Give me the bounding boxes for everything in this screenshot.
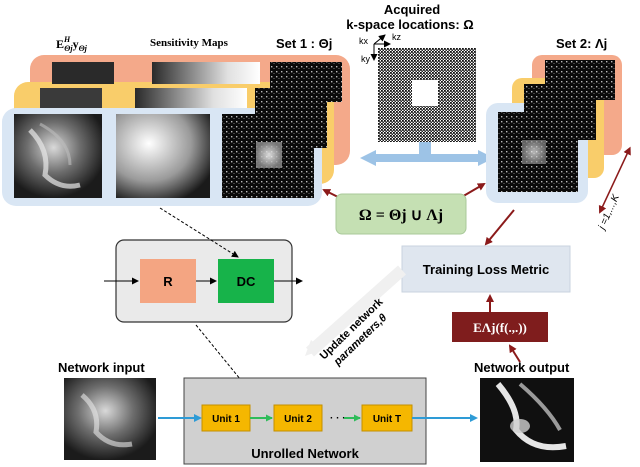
set1-mid-image-1 xyxy=(40,88,102,108)
unit-t xyxy=(361,404,413,432)
acquired-line2: k-space locations: Ω xyxy=(346,17,473,32)
dc-block xyxy=(218,259,274,303)
svg-text:Unit 2: Unit 2 xyxy=(284,414,312,425)
svg-text:Unit T: Unit T xyxy=(373,414,401,425)
r-block xyxy=(140,259,196,303)
set1-card-stack xyxy=(2,55,350,206)
set1-to-dc-dashed xyxy=(159,207,239,258)
set1-title: Set 1 : Θj xyxy=(276,36,332,51)
r-dc-block: R DC xyxy=(104,239,303,323)
network-input-image xyxy=(64,378,156,460)
output-to-loss-op-arrow xyxy=(508,344,521,363)
set1-back-image-1 xyxy=(52,62,114,84)
axis-ky-label: ky xyxy=(361,54,371,64)
network-input-label: Network input xyxy=(58,360,145,375)
training-loss-label: Training Loss Metric xyxy=(423,262,549,277)
set2-card-stack: Set 2: Λj xyxy=(486,36,622,203)
set1-kspace-center xyxy=(256,142,282,168)
unrolled-network-label: Unrolled Network xyxy=(251,446,359,461)
set2-kspace-center xyxy=(522,140,546,164)
set2-title: Set 2: Λj xyxy=(556,36,607,51)
kspace-axes: kx kz ky xyxy=(359,32,402,64)
sensitivity-maps-label: Sensitivity Maps xyxy=(150,37,229,49)
index-range-arrow xyxy=(598,146,631,214)
dc-block-label: DC xyxy=(237,274,256,289)
acquired-kspace-center xyxy=(412,80,438,106)
set2-to-loss-arrow xyxy=(484,209,515,246)
split-bus xyxy=(360,142,494,166)
unit-2 xyxy=(273,404,323,432)
network-output-label: Network output xyxy=(474,360,570,375)
loss-feedback-arrow xyxy=(313,271,401,351)
acquired-kspace: Acquired k-space locations: Ω kx kz ky xyxy=(346,2,476,142)
r-block-label: R xyxy=(163,274,173,289)
loss-operator-box: EΛj(f(.,.)) xyxy=(452,312,548,342)
set-union-label: Ω = Θj ∪ Λj xyxy=(359,207,443,224)
loss-operator-label: EΛj(f(.,.)) xyxy=(473,320,527,335)
set1-mid-image-2 xyxy=(135,88,247,108)
network-output-image xyxy=(480,378,574,462)
axis-kx-label: kx xyxy=(359,36,369,46)
index-range-label: j =1,...,K xyxy=(596,192,622,233)
unrolled-network: Unit 1 Unit 2 · · · Unit T Unrolled Netw… xyxy=(158,377,478,465)
axis-kz-label: kz xyxy=(392,32,402,42)
acquired-line1: Acquired xyxy=(384,2,440,17)
set-union-box: Ω = Θj ∪ Λj xyxy=(335,193,467,235)
set1-sensitivity-image xyxy=(116,114,210,198)
svg-text:Unit 1: Unit 1 xyxy=(212,414,240,425)
training-loss-box: Training Loss Metric xyxy=(401,245,571,293)
unit-ellipsis: · · · xyxy=(330,413,346,424)
set1-back-image-2 xyxy=(152,62,260,84)
